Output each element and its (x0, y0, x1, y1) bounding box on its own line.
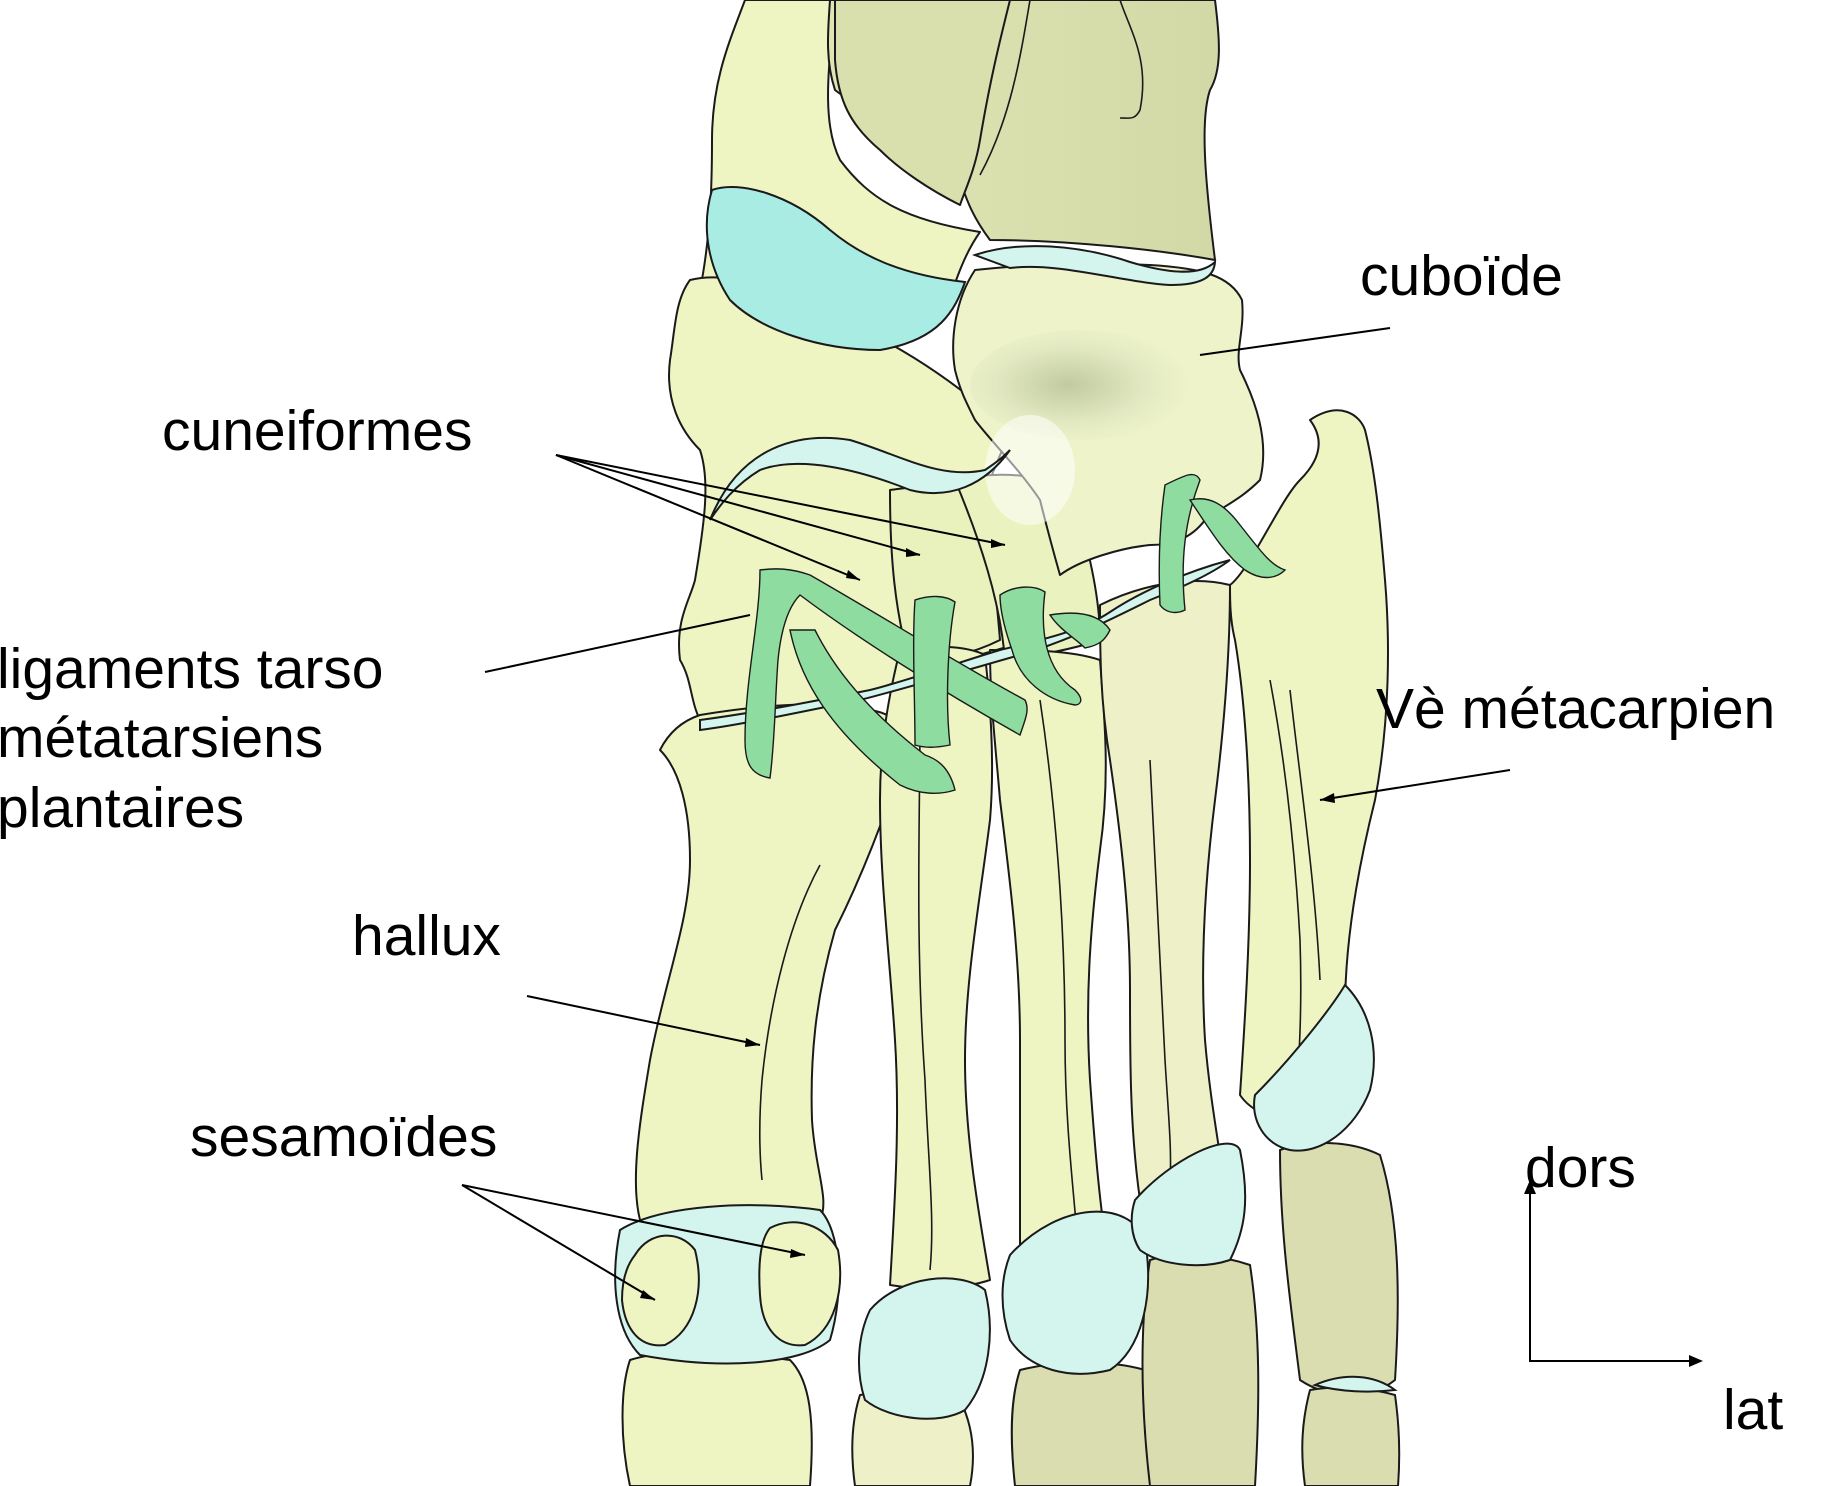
label-ligaments-line3: plantaires (0, 776, 244, 840)
talus-neck (834, 0, 1011, 206)
leader-sesamoides-1 (461, 1184, 656, 1301)
sesamoid-bones (621, 1221, 842, 1347)
leader-cuneiformes-3 (555, 454, 1006, 546)
ligament-6 (1158, 473, 1201, 614)
metatarsal-bones (634, 409, 1389, 1290)
plantar-tarsometatarsal-ligaments (744, 473, 1287, 794)
fifth-metatarsal-head (1253, 983, 1375, 1152)
leader-metacarpien (1319, 769, 1511, 801)
leader-sesamoides-2 (461, 1184, 806, 1256)
first-metatarsal-bone (634, 703, 906, 1229)
cuneiform-cartilage (709, 436, 1011, 521)
leader-cuneiformes-1 (555, 454, 861, 581)
third-phalanx (1010, 1361, 1159, 1486)
fourth-metatarsal-head (1130, 1142, 1247, 1267)
fourth-phalanx (1141, 1253, 1260, 1486)
axis-lateral-arrow-icon (1689, 1355, 1703, 1367)
ligament-1 (744, 568, 1028, 779)
hallux-phalanx (621, 1351, 813, 1486)
label-axis-dorsal: dors (1525, 1136, 1636, 1200)
label-cuneiformes: cuneiformes (162, 399, 472, 463)
third-metatarsal-head (1001, 1210, 1150, 1375)
label-hallux: hallux (352, 904, 501, 968)
label-axis-lateral: lat (1723, 1378, 1783, 1442)
third-metatarsal-bone (989, 649, 1111, 1288)
sesamoid-lateral (758, 1221, 842, 1347)
ligament-7 (1188, 498, 1287, 579)
phalanges (621, 1142, 1401, 1486)
label-metacarpien: Vè métacarpien (1376, 677, 1775, 741)
leader-cuneiformes-2 (555, 454, 921, 556)
ligament-5 (1048, 612, 1111, 649)
label-cuboide: cuboïde (1360, 244, 1563, 308)
cuboid-shading (970, 330, 1190, 440)
navicular-cartilage (705, 186, 967, 352)
label-sesamoides: sesamoïdes (190, 1105, 497, 1169)
orientation-axes (1524, 1180, 1703, 1367)
second-metatarsal-head (857, 1277, 991, 1420)
ligament-3 (912, 595, 956, 748)
labels: cuboïde cuneiformes ligaments tarso méta… (0, 244, 1783, 1442)
axis-dorsal-arrow-icon (1524, 1180, 1536, 1194)
ligament-4 (999, 586, 1082, 706)
fifth-phalanx (1279, 1142, 1399, 1396)
label-ligaments-line1: ligaments tarso (0, 637, 384, 701)
label-ligaments-line2: métatarsiens (0, 706, 323, 770)
fifth-toe-phalanx-distal (1301, 1386, 1401, 1486)
leader-lines (461, 327, 1511, 1301)
sesamoid-medial (621, 1234, 700, 1347)
fourth-metatarsal-bone (1099, 580, 1231, 1203)
second-metatarsal-bone (879, 645, 994, 1290)
leader-ligaments (484, 614, 751, 673)
tarsal-joint-cartilage (971, 245, 1217, 287)
leader-hallux (526, 995, 761, 1046)
leader-cuboide (1199, 327, 1391, 356)
fifth-metatarsal-bone (1229, 409, 1389, 1121)
ligament-2 (789, 629, 956, 794)
